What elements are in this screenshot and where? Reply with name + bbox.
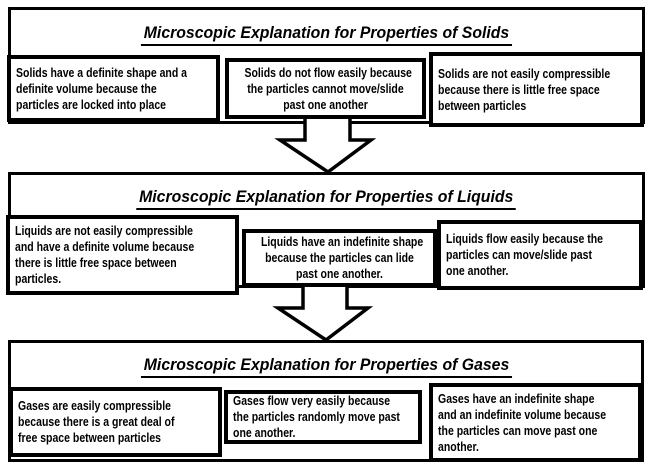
gases-box-flow-text: Gases flow very easily because the parti… [233, 394, 400, 440]
down-arrow-icon [272, 283, 374, 343]
gases-box-compressibility-text: Gases are easily compressible because th… [18, 399, 175, 445]
solids-section-title: Microscopic Explanation for Properties o… [11, 23, 642, 46]
gases-box-shape-volume: Gases have an indefinite shape and an in… [429, 383, 642, 462]
liquids-box-shape: Liquids have an indefinite shape because… [242, 229, 437, 287]
solids-box-flow: Solids do not flow easily because the pa… [225, 58, 426, 119]
gases-title-text: Microscopic Explanation for Properties o… [140, 355, 512, 378]
liquids-box-shape-text: Liquids have an indefinite shape because… [260, 235, 424, 281]
liquids-section-title: Microscopic Explanation for Properties o… [11, 187, 642, 210]
gases-section-title: Microscopic Explanation for Properties o… [11, 355, 641, 378]
liquids-box-compressibility: Liquids are not easily compressible and … [6, 215, 239, 295]
liquids-box-compressibility-text: Liquids are not easily compressible and … [15, 224, 195, 286]
gases-box-shape-volume-text: Gases have an indefinite shape and an in… [438, 391, 607, 454]
solids-box-flow-text: Solids do not flow easily because the pa… [244, 65, 412, 112]
down-arrow-icon [274, 116, 377, 175]
solids-box-shape-volume: Solids have a definite shape and a defin… [7, 55, 220, 122]
solids-box-compressibility: Solids are not easily compressible becau… [429, 52, 644, 127]
liquids-box-flow-text: Liquids flow easily because the particle… [446, 232, 604, 278]
solids-box-compressibility-text: Solids are not easily compressible becau… [438, 66, 611, 113]
gases-box-compressibility: Gases are easily compressible because th… [9, 387, 222, 457]
liquids-title-text: Microscopic Explanation for Properties o… [136, 187, 517, 210]
gases-box-flow: Gases flow very easily because the parti… [224, 390, 422, 444]
liquids-box-flow: Liquids flow easily because the particle… [437, 220, 643, 290]
solids-title-text: Microscopic Explanation for Properties o… [140, 23, 513, 46]
solids-box-shape-volume-text: Solids have a definite shape and a defin… [16, 65, 188, 112]
